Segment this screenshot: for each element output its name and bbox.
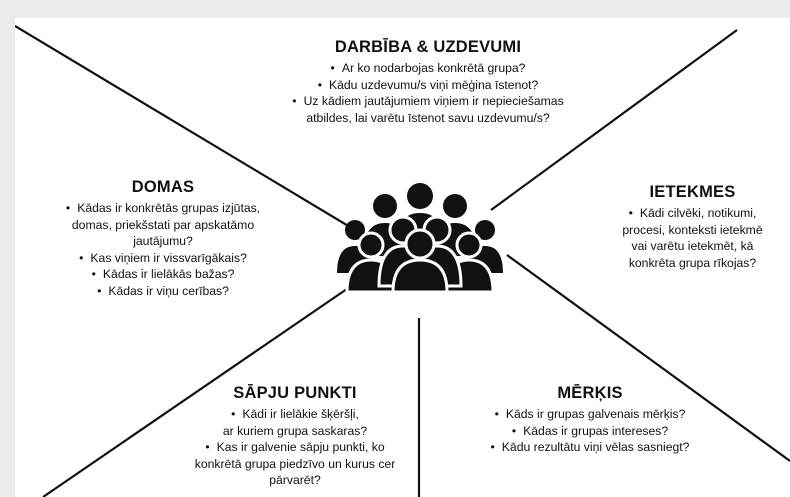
bullet-item-continuation: atbildes, lai varētu īstenot savu uzdevu… (306, 110, 550, 125)
divider-bottom-right (506, 254, 790, 462)
section-thoughts: DOMAS Kādas ir konkrētās grupas izjūtas,… (23, 178, 303, 299)
bullet-item: Uz kādiem jautājumiem viņiem ir nepiecie… (233, 93, 623, 110)
section-title: IETEKMES (649, 183, 736, 201)
bullet-item: Kas ir galvenie sāpju punkti, ko (145, 439, 445, 456)
divider-bottom-left (42, 279, 361, 497)
bullet-item-continuation: konkrēta grupa rīkojas? (628, 255, 757, 270)
bullet-item: Kādas ir grupas intereses? (455, 423, 725, 440)
bullet-list: Kāds ir grupas galvenais mērķis? Kādas i… (455, 406, 725, 456)
empathy-map-sheet: DARBĪBA & UZDEVUMI Ar ko nodarbojas konk… (15, 18, 790, 497)
bullet-item: Kādu uzdevumu/s viņi mēģina īstenot? (233, 77, 623, 94)
bullet-item-continuation: procesi, konteksti ietekmē (622, 222, 763, 237)
bullet-list: Kādi ir lielākie šķēršļi, ar kuriem grup… (145, 406, 445, 489)
bullet-item: Kādi cilvēki, notikumi, (595, 205, 790, 222)
bullet-list: Kādi cilvēki, notikumi, procesi, konteks… (595, 205, 790, 271)
bullet-item: Kādas ir konkrētās grupas izjūtas, (23, 200, 303, 217)
section-title: DARBĪBA & UZDEVUMI (334, 38, 522, 56)
bullet-item: Kādu rezultātu viņi vēlas sasniegt? (455, 439, 725, 456)
bullet-list: Ar ko nodarbojas konkrētā grupa? Kādu uz… (233, 60, 623, 126)
bullet-item-continuation: domas, priekšstati par apskatāmo (71, 217, 255, 232)
bullet-item: Ar ko nodarbojas konkrētā grupa? (233, 60, 623, 77)
divider-top-right (490, 29, 738, 211)
bullet-item: Kādas ir viņu cerības? (23, 283, 303, 300)
section-influences: IETEKMES Kādi cilvēki, notikumi, procesi… (595, 183, 790, 271)
group-of-people-icon (335, 178, 505, 298)
bullet-item-continuation: konkrētā grupa piedzīvo un kurus cer (194, 456, 396, 471)
section-title: DOMAS (131, 178, 195, 196)
section-activities: DARBĪBA & UZDEVUMI Ar ko nodarbojas konk… (233, 38, 623, 126)
bullet-item: Kādi ir lielākie šķēršļi, (145, 406, 445, 423)
section-title: MĒRĶIS (557, 384, 623, 402)
bullet-item-continuation: ar kuriem grupa saskaras? (222, 423, 368, 438)
bullet-item-continuation: jautājumu? (133, 234, 193, 248)
bullet-list: Kādas ir konkrētās grupas izjūtas, domas… (23, 200, 303, 299)
divider-top-left (15, 25, 356, 231)
bullet-item: Kādas ir lielākās bažas? (23, 266, 303, 283)
bullet-item: Kas viņiem ir vissvarīgākais? (23, 250, 303, 267)
section-title: SĀPJU PUNKTI (233, 384, 357, 402)
bullet-item-continuation: vai varētu ietekmēt, kā (631, 239, 754, 253)
section-pain-points: SĀPJU PUNKTI Kādi ir lielākie šķēršļi, a… (145, 384, 445, 489)
section-goal: MĒRĶIS Kāds ir grupas galvenais mērķis? … (455, 384, 725, 456)
bullet-item: Kāds ir grupas galvenais mērķis? (455, 406, 725, 423)
bullet-item-continuation: pārvarēt? (269, 473, 321, 487)
